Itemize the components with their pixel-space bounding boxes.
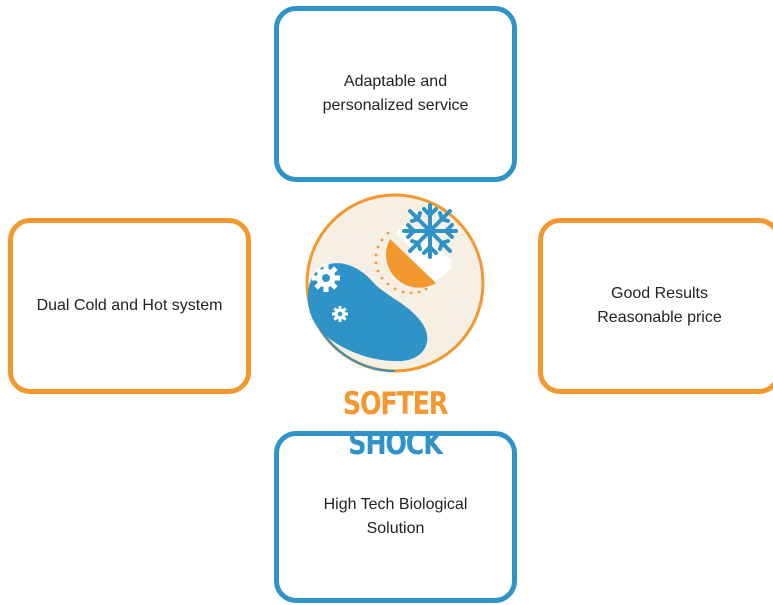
card-text-line-1: Good Results	[611, 285, 708, 302]
card-dual-system: Dual Cold and Hot system	[8, 218, 251, 394]
snowflake-icon	[402, 203, 458, 259]
brand-word-softer: SOFTER	[342, 386, 448, 422]
card-text-line-2: Solution	[366, 520, 425, 537]
brand-wordmark: SOFTER SHOCK	[309, 384, 481, 464]
card-text-line-1: Dual Cold and Hot system	[36, 297, 223, 314]
card-text-line-2: personalized service	[322, 97, 469, 114]
logo-ring-accent	[317, 324, 396, 372]
card-text-line-1: Adaptable and	[343, 73, 448, 90]
card-text-line-1: High Tech Biological	[323, 496, 468, 513]
logo-emblem	[305, 193, 485, 373]
softer-shock-logo	[290, 185, 500, 425]
card-good-results: Good Results Reasonable price	[538, 218, 773, 394]
brand-word-shock: SHOCK	[348, 426, 443, 462]
blue-blob	[307, 263, 428, 362]
gear-icon	[312, 264, 340, 292]
small-gear-icon	[332, 306, 348, 322]
card-adaptable-service: Adaptable and personalized service	[274, 6, 517, 182]
card-text-line-2: Reasonable price	[597, 309, 722, 326]
sun-rays	[374, 231, 428, 295]
card-high-tech-solution: High Tech Biological Solution	[274, 431, 517, 603]
